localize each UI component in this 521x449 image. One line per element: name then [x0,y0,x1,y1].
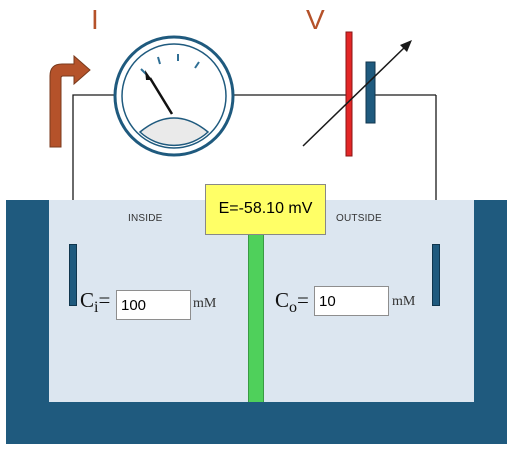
outside-concentration-equals: = [297,288,309,312]
outside-concentration-input[interactable] [314,286,389,316]
inside-concentration-input[interactable] [116,290,191,320]
inside-concentration-equals: = [98,288,111,312]
outside-label: OUTSIDE [336,213,382,224]
outside-concentration-symbol: C [275,288,290,312]
inside-concentration-unit: mM [193,296,217,311]
current-arrow-icon [49,54,91,148]
ammeter-icon [113,35,235,157]
voltage-symbol: V [306,4,325,35]
membrane-potential-display: E=-58.10 mV [205,184,326,235]
outside-concentration-subscript: o [289,299,298,316]
ammeter-needle [148,77,174,115]
inside-concentration-label: Ci= [80,290,110,316]
outside-electrode [432,244,440,306]
inside-concentration-symbol: C [80,288,95,312]
variable-voltage-source-icon [302,31,412,157]
inside-label: INSIDE [128,213,163,224]
outside-concentration-label: Co= [275,290,309,316]
current-symbol: I [91,4,99,35]
inside-concentration-subscript: i [94,299,99,316]
outside-concentration-unit: mM [392,294,416,309]
membrane [248,234,264,402]
inside-electrode [69,244,77,306]
